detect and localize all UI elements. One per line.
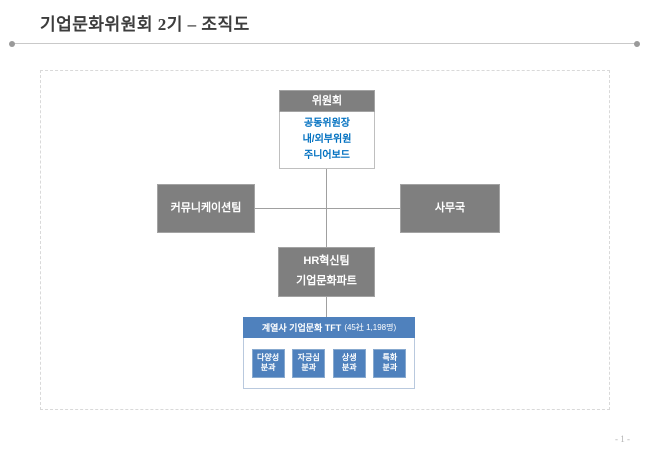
subcommittee-winwin-line2: 분과	[341, 363, 357, 372]
hr-innovation-team-box: HR혁신팀 기업문화파트	[278, 247, 375, 297]
divider-dot-left	[9, 41, 15, 47]
subcommittee-diversity: 다양성 분과	[251, 348, 285, 378]
committee-members-box: 공동위원장 내/외부위원 주니어보드	[279, 112, 375, 169]
subcommittee-diversity-line1: 다양성	[257, 352, 280, 362]
tft-title: 계열사 기업문화 TFT	[261, 323, 342, 333]
committee-member-cochair: 공동위원장	[304, 118, 350, 129]
tft-count: (45社 1,198명)	[344, 323, 397, 332]
secretariat-label: 사무국	[434, 202, 466, 215]
page-title: 기업문화위원회 2기 – 조직도	[40, 15, 250, 34]
title-divider	[12, 43, 638, 44]
connector-left-right-teams	[255, 208, 400, 209]
subcommittee-specialized-line2: 분과	[382, 363, 398, 372]
committee-box: 위원회	[279, 90, 375, 112]
subcommittee-specialized-line1: 특화	[382, 352, 398, 362]
tft-header-box: 계열사 기업문화 TFT (45社 1,198명)	[243, 317, 415, 338]
divider-dot-right	[634, 41, 640, 47]
page-number: - 1 -	[615, 434, 630, 444]
subcommittee-specialized: 특화 분과	[373, 348, 407, 378]
hr-team-line1: HR혁신팀	[303, 255, 350, 268]
committee-title: 위원회	[311, 94, 343, 107]
connector-hr-to-tft	[326, 297, 327, 317]
tft-subcommittees-box: 다양성 분과 자긍심 분과 상생 분과 특화 분과	[243, 338, 415, 389]
subcommittee-winwin-line1: 상생	[341, 352, 357, 362]
subcommittee-pride-line2: 분과	[301, 363, 317, 372]
subcommittee-diversity-line2: 분과	[260, 363, 276, 372]
communication-team-label: 커뮤니케이션팀	[170, 202, 242, 215]
subcommittee-winwin: 상생 분과	[332, 348, 366, 378]
committee-member-internal-external: 내/외부위원	[302, 134, 352, 145]
secretariat-box: 사무국	[400, 184, 500, 233]
subcommittee-pride-line1: 자긍심	[297, 352, 320, 362]
committee-member-junior-board: 주니어보드	[304, 150, 350, 161]
hr-team-line2: 기업문화파트	[296, 275, 357, 287]
subcommittee-pride: 자긍심 분과	[292, 348, 326, 378]
communication-team-box: 커뮤니케이션팀	[157, 184, 255, 233]
